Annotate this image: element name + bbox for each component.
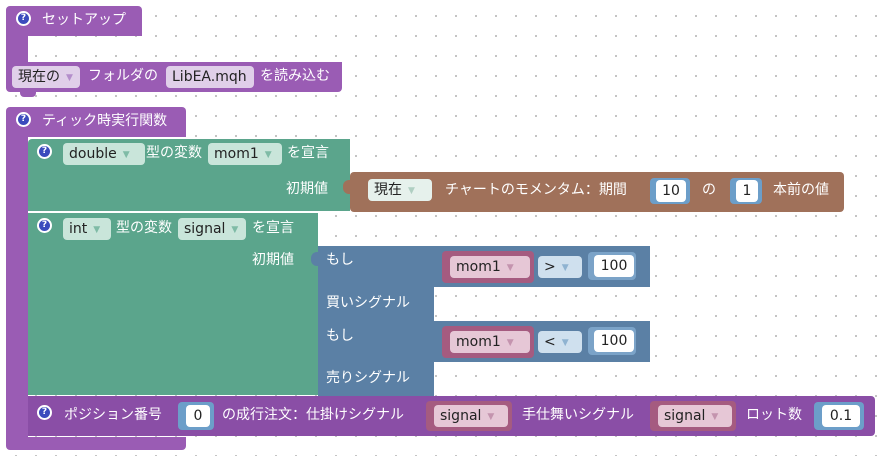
folder-dropdown-value: 現在の [18, 69, 60, 85]
var2-name-value: signal [184, 221, 226, 237]
compare1-op-value: > [544, 259, 556, 275]
order-label-order: の成行注文：仕掛けシグナル [222, 407, 404, 423]
order-entry-signal-dropdown[interactable]: signal ▼ [434, 405, 508, 427]
var2-type-dropdown[interactable]: int ▼ [63, 218, 111, 240]
dropdown-arrow-icon: ▼ [487, 412, 495, 422]
var1-name-dropdown[interactable]: mom1 ▼ [208, 143, 282, 165]
if-else-block-tab [311, 252, 319, 266]
load-text-read: を読み込む [260, 68, 330, 84]
momentum-label: チャートのモメンタム：期間 [445, 182, 627, 198]
order-label-position: ポジション番号 [64, 407, 162, 423]
order-position-input[interactable]: 0 [186, 405, 210, 427]
dropdown-arrow-icon: ▼ [408, 186, 415, 196]
var1-init-label: 初期値 [286, 181, 328, 197]
load-file-name[interactable]: LibEA.mqh [166, 66, 254, 88]
tick-block-bottom [6, 437, 186, 450]
var2-init-label: 初期値 [252, 252, 294, 268]
compare2-var-value: mom1 [456, 334, 501, 350]
if1-result-label: 買いシグナル [326, 295, 410, 311]
momentum-period-input[interactable]: 10 [656, 180, 686, 202]
if1-label: もし [326, 252, 354, 268]
momentum-shift-input[interactable]: 1 [736, 180, 758, 202]
dropdown-arrow-icon: ▼ [93, 225, 101, 235]
order-entry-signal-value: signal [440, 408, 482, 424]
order-exit-signal-value: signal [664, 408, 706, 424]
dropdown-arrow-icon: ▼ [506, 338, 514, 348]
dropdown-arrow-icon: ▼ [122, 150, 130, 160]
dropdown-arrow-icon: ▼ [561, 263, 569, 273]
var1-name-value: mom1 [214, 146, 259, 162]
var1-text-type: 型の変数 [146, 145, 202, 161]
compare1-var-dropdown[interactable]: mom1 ▼ [450, 256, 530, 278]
order-label-lots: ロット数 [746, 407, 802, 423]
folder-dropdown[interactable]: 現在の ▼ [12, 66, 80, 88]
var1-type-value: double [69, 146, 117, 162]
dropdown-arrow-icon: ▼ [711, 412, 719, 422]
tick-title: ティック時実行関数 [42, 113, 168, 129]
if2-result-label: 売りシグナル [326, 370, 410, 386]
order-lots-input[interactable]: 0.1 [822, 405, 860, 427]
compare1-value-input[interactable]: 100 [594, 255, 634, 277]
momentum-text-bars: 本前の値 [773, 182, 829, 198]
tick-block[interactable] [6, 107, 186, 137]
setup-block-notch [28, 36, 48, 48]
var2-name-dropdown[interactable]: signal ▼ [178, 218, 246, 240]
compare1-op-dropdown[interactable]: >▼ [538, 256, 582, 278]
dropdown-arrow-icon: ▼ [264, 150, 272, 160]
dropdown-arrow-icon: ▼ [506, 263, 514, 273]
compare2-value-input[interactable]: 100 [594, 330, 634, 352]
order-exit-signal-dropdown[interactable]: signal ▼ [658, 405, 732, 427]
compare2-op-dropdown[interactable]: <▼ [538, 331, 582, 353]
if2-label: もし [326, 328, 354, 344]
order-label-exit: 手仕舞いシグナル [522, 407, 634, 423]
momentum-block-tab [343, 180, 351, 194]
setup-block-left-arm [6, 36, 28, 64]
var2-text-type: 型の変数 [116, 220, 172, 236]
var1-type-dropdown[interactable]: double ▼ [63, 143, 145, 165]
var2-text-declare: を宣言 [252, 220, 294, 236]
compare2-op-value: < [544, 334, 556, 350]
if-else-block[interactable] [318, 246, 434, 396]
momentum-when-value: 現在 [374, 182, 402, 198]
var2-type-value: int [69, 221, 88, 237]
load-text-folder: フォルダの [88, 68, 158, 84]
help-icon[interactable]: ? [16, 112, 31, 127]
compare2-var-dropdown[interactable]: mom1 ▼ [450, 331, 530, 353]
momentum-text-of: の [702, 182, 716, 198]
setup-title: セットアップ [42, 12, 126, 28]
tick-block-left-arm [6, 137, 28, 437]
dropdown-arrow-icon: ▼ [231, 225, 239, 235]
momentum-when-dropdown[interactable]: 現在 ▼ [368, 179, 432, 201]
compare1-var-value: mom1 [456, 259, 501, 275]
help-icon[interactable]: ? [16, 11, 31, 26]
dropdown-arrow-icon: ▼ [66, 73, 73, 83]
var1-text-declare: を宣言 [287, 145, 329, 161]
declare-var-signal-block[interactable] [28, 213, 318, 395]
setup-block-bottom-tab [20, 92, 36, 97]
help-icon[interactable]: ? [37, 218, 52, 233]
load-file-name-value: LibEA.mqh [172, 69, 247, 85]
help-icon[interactable]: ? [37, 144, 52, 159]
dropdown-arrow-icon: ▼ [561, 338, 569, 348]
help-icon[interactable]: ? [37, 405, 52, 420]
